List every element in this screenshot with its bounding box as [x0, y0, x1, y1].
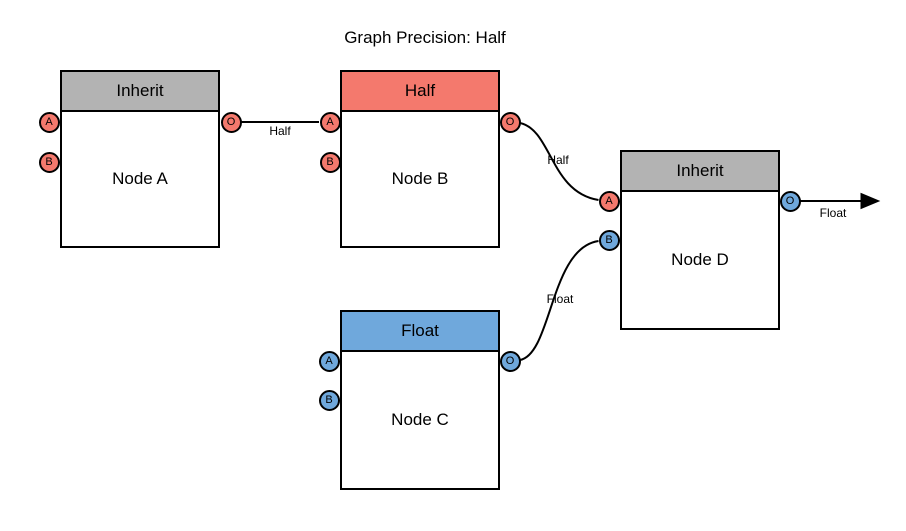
node-d-port-a: A: [598, 190, 620, 212]
edge-b-to-d-label: Half: [547, 153, 569, 167]
edge-b-to-d: [519, 122, 599, 201]
node-c-port-a: A: [318, 350, 340, 372]
node-d: Inherit Node D: [620, 150, 780, 330]
node-a-port-o: O: [220, 111, 242, 133]
node-c-label: Node C: [391, 410, 449, 429]
node-c-port-b: B: [318, 389, 340, 411]
diagram-title: Graph Precision: Half: [344, 28, 506, 47]
node-a-header: Inherit: [62, 72, 218, 112]
node-b-header: Half: [342, 72, 498, 112]
output-arrowhead-icon: [860, 192, 881, 210]
edge-a-to-b-label: Half: [269, 124, 291, 138]
edge-c-to-d: [519, 240, 599, 361]
node-d-port-b: B: [598, 229, 620, 251]
node-b-port-a: A: [319, 111, 341, 133]
node-d-port-o: O: [779, 190, 801, 212]
edge-c-to-d-label: Float: [546, 292, 574, 306]
node-b-label: Node B: [391, 169, 449, 188]
node-b-port-b: B: [319, 151, 341, 173]
node-a-port-b: B: [38, 151, 60, 173]
node-a-port-a: A: [38, 111, 60, 133]
node-a-label: Node A: [112, 169, 168, 188]
node-c-port-o: O: [499, 350, 521, 372]
edge-d-output-label: Float: [819, 206, 847, 220]
node-b-port-o: O: [499, 111, 521, 133]
node-d-header: Inherit: [622, 152, 778, 192]
node-c: Float Node C: [340, 310, 500, 490]
node-d-label: Node D: [671, 250, 729, 269]
node-a: Inherit Node A: [60, 70, 220, 248]
node-b: Half Node B: [340, 70, 500, 248]
node-c-header: Float: [342, 312, 498, 352]
